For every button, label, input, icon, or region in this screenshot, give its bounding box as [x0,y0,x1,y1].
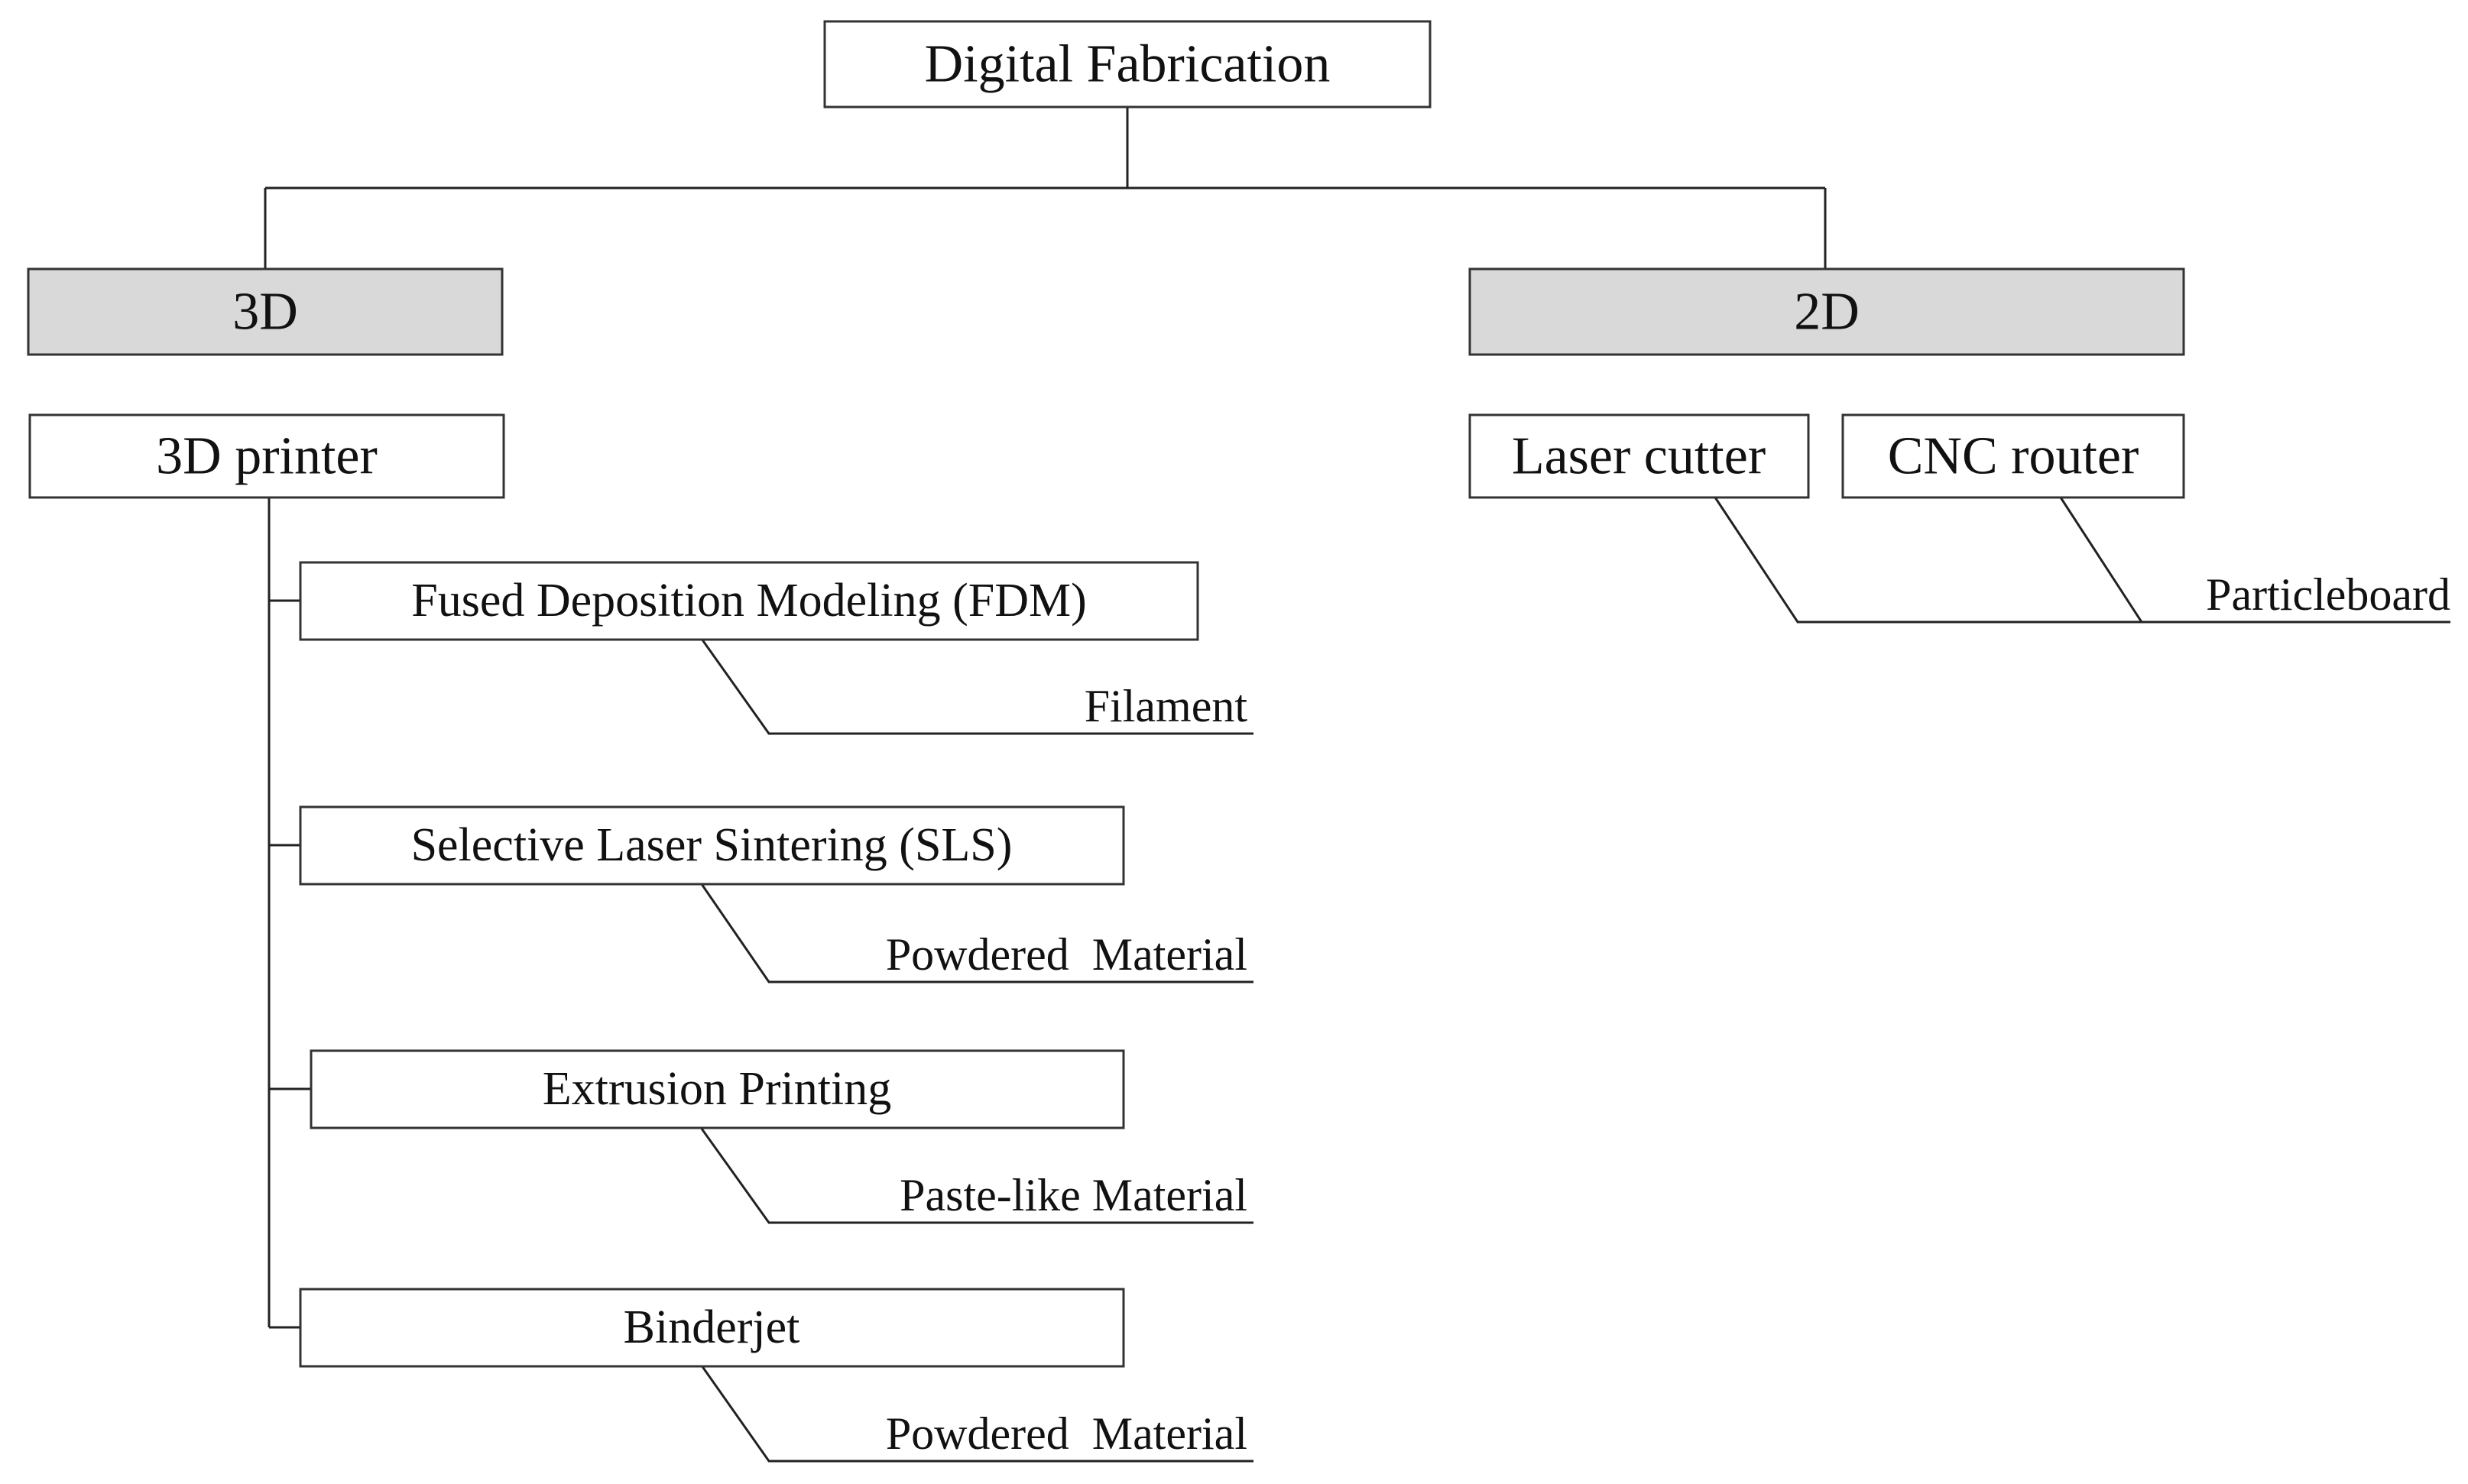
machine-laser-cutter-label: Laser cutter [1512,427,1766,486]
material-2d: Particleboard [2206,569,2450,620]
process-binderjet: Binderjet [299,1288,1125,1368]
category-3d-label: 3D [232,283,298,342]
machine-3d-printer-label: 3D printer [156,427,378,486]
machine-3d-printer: 3D printer [28,413,505,499]
leader-binderjet-material [700,1365,1253,1463]
leader-laser-cutter [1714,497,2142,624]
leader-sls-material [700,883,1253,983]
process-extrusion: Extrusion Printing [310,1049,1125,1129]
machine-laser-cutter: Laser cutter [1468,413,1810,499]
leader-paste-material [700,1128,1253,1224]
process-extrusion-label: Extrusion Printing [543,1063,891,1115]
process-sls-label: Selective Laser Sintering (SLS) [411,819,1013,871]
material-extrusion: Paste-like Material [900,1170,1247,1220]
category-2d-label: 2D [1794,283,1860,342]
leader-filament [700,638,1253,735]
process-binderjet-label: Binderjet [624,1301,800,1353]
material-binderjet: Powdered Material [886,1408,1247,1459]
process-fdm: Fused Deposition Modeling (FDM) [299,561,1199,641]
material-fdm: Filament [1085,681,1248,731]
root-label: Digital Fabrication [925,35,1331,94]
leader-cnc-router [2059,497,2450,624]
machine-cnc-router: CNC router [1841,413,2185,499]
category-2d: 2D [1468,267,2185,356]
root-node: Digital Fabrication [823,20,1432,109]
machine-cnc-router-label: CNC router [1888,427,2139,486]
process-sls: Selective Laser Sintering (SLS) [299,805,1125,886]
category-3d: 3D [27,267,504,356]
material-sls: Powdered Material [886,929,1247,980]
process-fdm-label: Fused Deposition Modeling (FDM) [411,575,1087,627]
